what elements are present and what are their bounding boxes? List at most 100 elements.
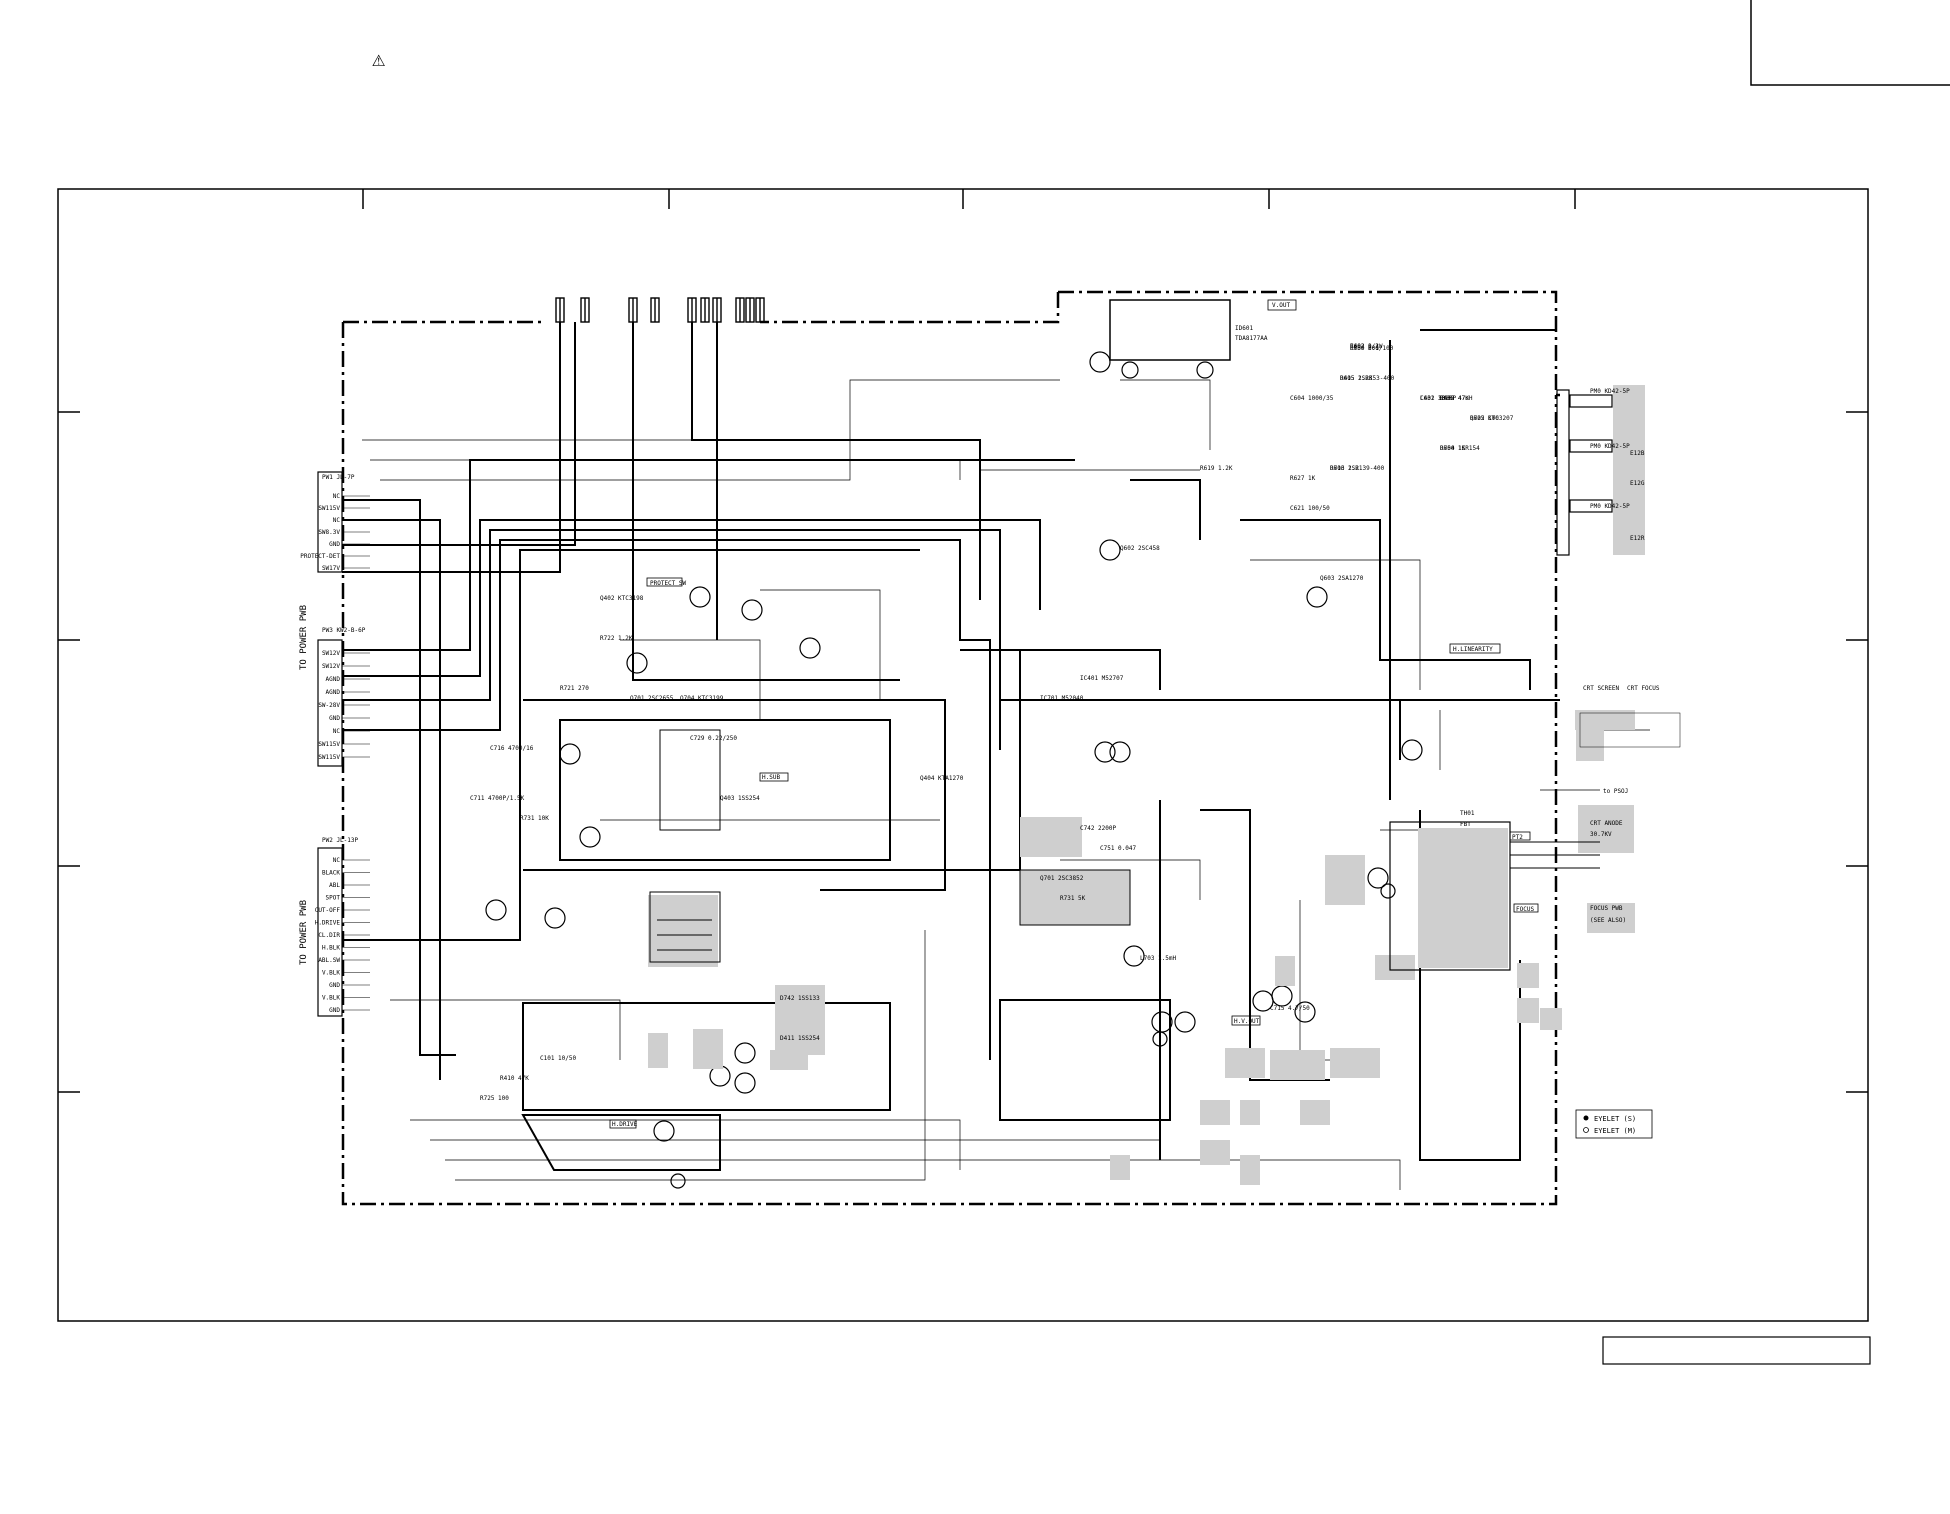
connector-pw2: PW2 JL-13P NCBLACKABLSPOTCUT-OFFH.DRIVEC… [315, 837, 370, 1017]
component-label: D716 1SR139-400 [1330, 465, 1385, 472]
pm0-name-3: PM0 KD42-5P [1590, 503, 1630, 510]
connector-pin: SW115V [318, 754, 340, 761]
component-label: C716 4700/16 [490, 745, 534, 752]
component-label: D742 1SS133 [780, 995, 820, 1002]
component-label: C432 1000P [1420, 395, 1457, 402]
protect-sw-label: PROTECT SW [650, 580, 687, 587]
hsub-label: H.SUB [762, 774, 780, 781]
svg-text:CRT FOCUS: CRT FOCUS [1627, 685, 1660, 692]
connector-pin: NC [333, 857, 341, 864]
svg-text:CRT SCREEN: CRT SCREEN [1583, 685, 1620, 692]
component-label: L602 47uH [1440, 395, 1473, 402]
svg-text:V.OUT: V.OUT [1272, 302, 1290, 309]
connector-pin: AGND [326, 689, 341, 696]
component-label: L703 1.5mH [1140, 955, 1177, 962]
component-label: C715 4.7/50 [1270, 1005, 1310, 1012]
pm0-name-2: PM0 KD42-5P [1590, 443, 1630, 450]
vout-ic: V.OUT ID601 TDA8177AA [1089, 299, 1297, 379]
h-linearity-label: H.LINEARITY [1453, 646, 1493, 653]
component-label: C711 4700P/1.5K [470, 795, 525, 802]
connector-pin: SW17V [322, 565, 340, 572]
connector-pin: GND [329, 715, 340, 722]
component-label: R415 2.2K [1340, 375, 1373, 382]
component-label: R410 47K [500, 1075, 529, 1082]
component-label: Q702 KTC3207 [1470, 415, 1514, 422]
component-label: Q603 2SA1270 [1320, 575, 1364, 582]
connector-pin: V.BLK [322, 970, 340, 977]
connector-pin: SW12V [322, 650, 340, 657]
to-power-pwb-label-1: TO POWER PWB [299, 605, 309, 670]
ic401 [1020, 870, 1130, 925]
component-label: C402 0.1 [1350, 343, 1379, 350]
svg-text:FBT: FBT [1460, 821, 1471, 828]
component-label: R627 1K [1290, 475, 1316, 482]
component-label: C101 10/50 [540, 1055, 577, 1062]
connector-pin: ABL [329, 882, 340, 889]
protect-sw-box [646, 577, 683, 587]
svg-text:30.7KV: 30.7KV [1590, 831, 1612, 838]
connector-pin: CL.DIR [318, 932, 340, 939]
component-label: R722 1.2K [600, 635, 633, 642]
connector-pin: NC [333, 493, 341, 500]
component-label: R731 5K [1060, 895, 1086, 902]
component-label: C751 0.047 [1100, 845, 1137, 852]
svg-text:PW1 JL-7P: PW1 JL-7P [322, 474, 355, 481]
connector-pw1: PW1 JL-7P NCSW115VNCSW8.3VGNDPROTECT-DET… [300, 471, 370, 573]
svg-text:PW2 JL-13P: PW2 JL-13P [322, 837, 359, 844]
svg-text:EYELET (S): EYELET (S) [1594, 1115, 1636, 1123]
connector-pin: SPOT [326, 895, 341, 902]
connector-pin: PROTECT-DET [300, 553, 340, 560]
component-label: R603 2.2 [1330, 465, 1359, 472]
pm0-tag-3: E12R [1630, 535, 1645, 542]
transistor-symbols [485, 539, 1423, 1189]
component-label: IC701 M52040 [1040, 695, 1084, 702]
svg-text:to PSOJ: to PSOJ [1603, 788, 1628, 795]
hdrive-label: H.DRIVE [612, 1121, 638, 1128]
fbt-transformer: TH01 FBT [1389, 810, 1600, 971]
connector-pin: GND [329, 982, 340, 989]
connector-pin: H.DRIVE [315, 920, 341, 927]
pm0-tag-1: E12B [1630, 450, 1645, 457]
drawing-number-box [1602, 1336, 1871, 1365]
right-connectors [1556, 389, 1613, 556]
connector-pin: SW-28V [318, 702, 340, 709]
component-label: Q701 2SC2655 [630, 695, 674, 702]
component-label: R730 200 [1350, 345, 1379, 352]
grey-highlights [648, 385, 1645, 1185]
component-label: R625 100 [1470, 415, 1499, 422]
component-label: Q402 KTC3198 [600, 595, 644, 602]
fbt-pin-label: PT2 [1512, 834, 1523, 841]
component-label: R602 1/2W [1350, 343, 1383, 350]
component-label: C609 0.1/100 [1350, 345, 1394, 352]
title-block-corner [1750, 0, 1950, 86]
component-label: R435 47K [1440, 395, 1469, 402]
connector-pw3: PW3 KW2-B-6P SW12VSW12VAGNDAGNDSW-28VGND… [317, 627, 370, 767]
pwb-boundary [341, 290, 1560, 1206]
hvout-label: H.V.OUT [1234, 1018, 1260, 1025]
component-label: Q602 2SC458 [1120, 545, 1160, 552]
component-label: D605 1SR353-400 [1340, 375, 1395, 382]
top-bus-lines [555, 297, 765, 323]
component-label: Q403 1SS254 [720, 795, 760, 802]
connector-pin: BLACK [322, 870, 340, 877]
warning-symbol: ⚠ [372, 47, 385, 72]
pm0-tag-2: E12G [1630, 480, 1645, 487]
component-label: C742 2200P [1080, 825, 1117, 832]
component-label: D411 1SS254 [780, 1035, 820, 1042]
svg-text:TH01: TH01 [1460, 810, 1475, 817]
component-label: Q704 KTC3199 [680, 695, 724, 702]
hsub-box [759, 772, 789, 782]
connector-pin: ABL.SW [318, 957, 340, 964]
component-label: D604 1SR154 [1440, 445, 1480, 452]
bus-wiring [342, 322, 1560, 1171]
component-label: Q701 2SC3852 [1040, 875, 1084, 882]
component-label: C621 100/50 [1290, 505, 1330, 512]
svg-text:CRT ANODE: CRT ANODE [1590, 820, 1623, 827]
connector-pin: H.BLK [322, 945, 340, 952]
svg-text:FOCUS: FOCUS [1516, 906, 1534, 913]
connector-pin: NC [333, 728, 341, 735]
right-notes: CRT SCREEN CRT FOCUS to PSOJ CRT ANODE 3… [1513, 685, 1681, 924]
component-label: R750 1K [1440, 445, 1466, 452]
